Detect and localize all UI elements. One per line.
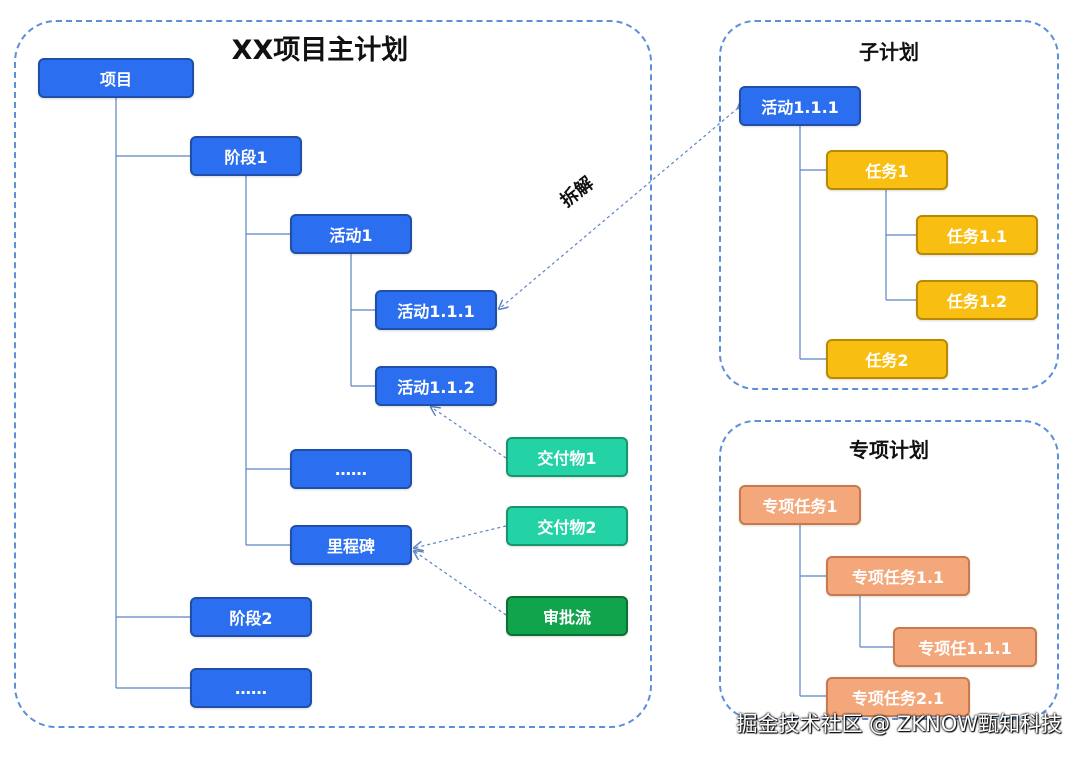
milestone-node: 里程碑 [290, 525, 412, 565]
task1-node: 任务1 [826, 150, 948, 190]
special-tree-lines [799, 525, 893, 697]
watermark-text: 掘金技术社区 @ ZKNOW甄知科技 [736, 712, 1062, 736]
main-plan-title: XX项目主计划 [231, 35, 409, 66]
project-node: 项目 [38, 58, 194, 98]
main-plan-panel [14, 20, 652, 728]
deliverable1-node: 交付物1 [506, 437, 628, 477]
special-plan-title: 专项计划 [849, 438, 929, 462]
stage2-node: 阶段2 [190, 597, 312, 637]
deliverable2-node: 交付物2 [506, 506, 628, 546]
activity-1-1-1-node: 活动1.1.1 [375, 290, 497, 330]
task-1-2-node: 任务1.2 [916, 280, 1038, 320]
special-plan-panel [719, 420, 1059, 720]
special-task-1-1-1-node: 专项任1.1.1 [893, 627, 1037, 667]
approval-flow-node: 审批流 [506, 596, 628, 636]
dashed-arrows [414, 108, 738, 616]
sub-tree-lines [799, 126, 916, 360]
sub-activity-node: 活动1.1.1 [739, 86, 861, 126]
special-task1-node: 专项任务1 [739, 485, 861, 525]
main-tree-lines [115, 98, 375, 689]
special-task-2-1-node: 专项任务2.1 [826, 677, 970, 717]
activity1-node: 活动1 [290, 214, 412, 254]
activity-1-1-2-node: 活动1.1.2 [375, 366, 497, 406]
task-1-1-node: 任务1.1 [916, 215, 1038, 255]
special-task-1-1-node: 专项任务1.1 [826, 556, 970, 596]
stage1-node: 阶段1 [190, 136, 302, 176]
ellipsis-node: …… [190, 668, 312, 708]
ellipsis-node: …… [290, 449, 412, 489]
task2-node: 任务2 [826, 339, 948, 379]
sub-plan-title: 子计划 [859, 40, 919, 64]
